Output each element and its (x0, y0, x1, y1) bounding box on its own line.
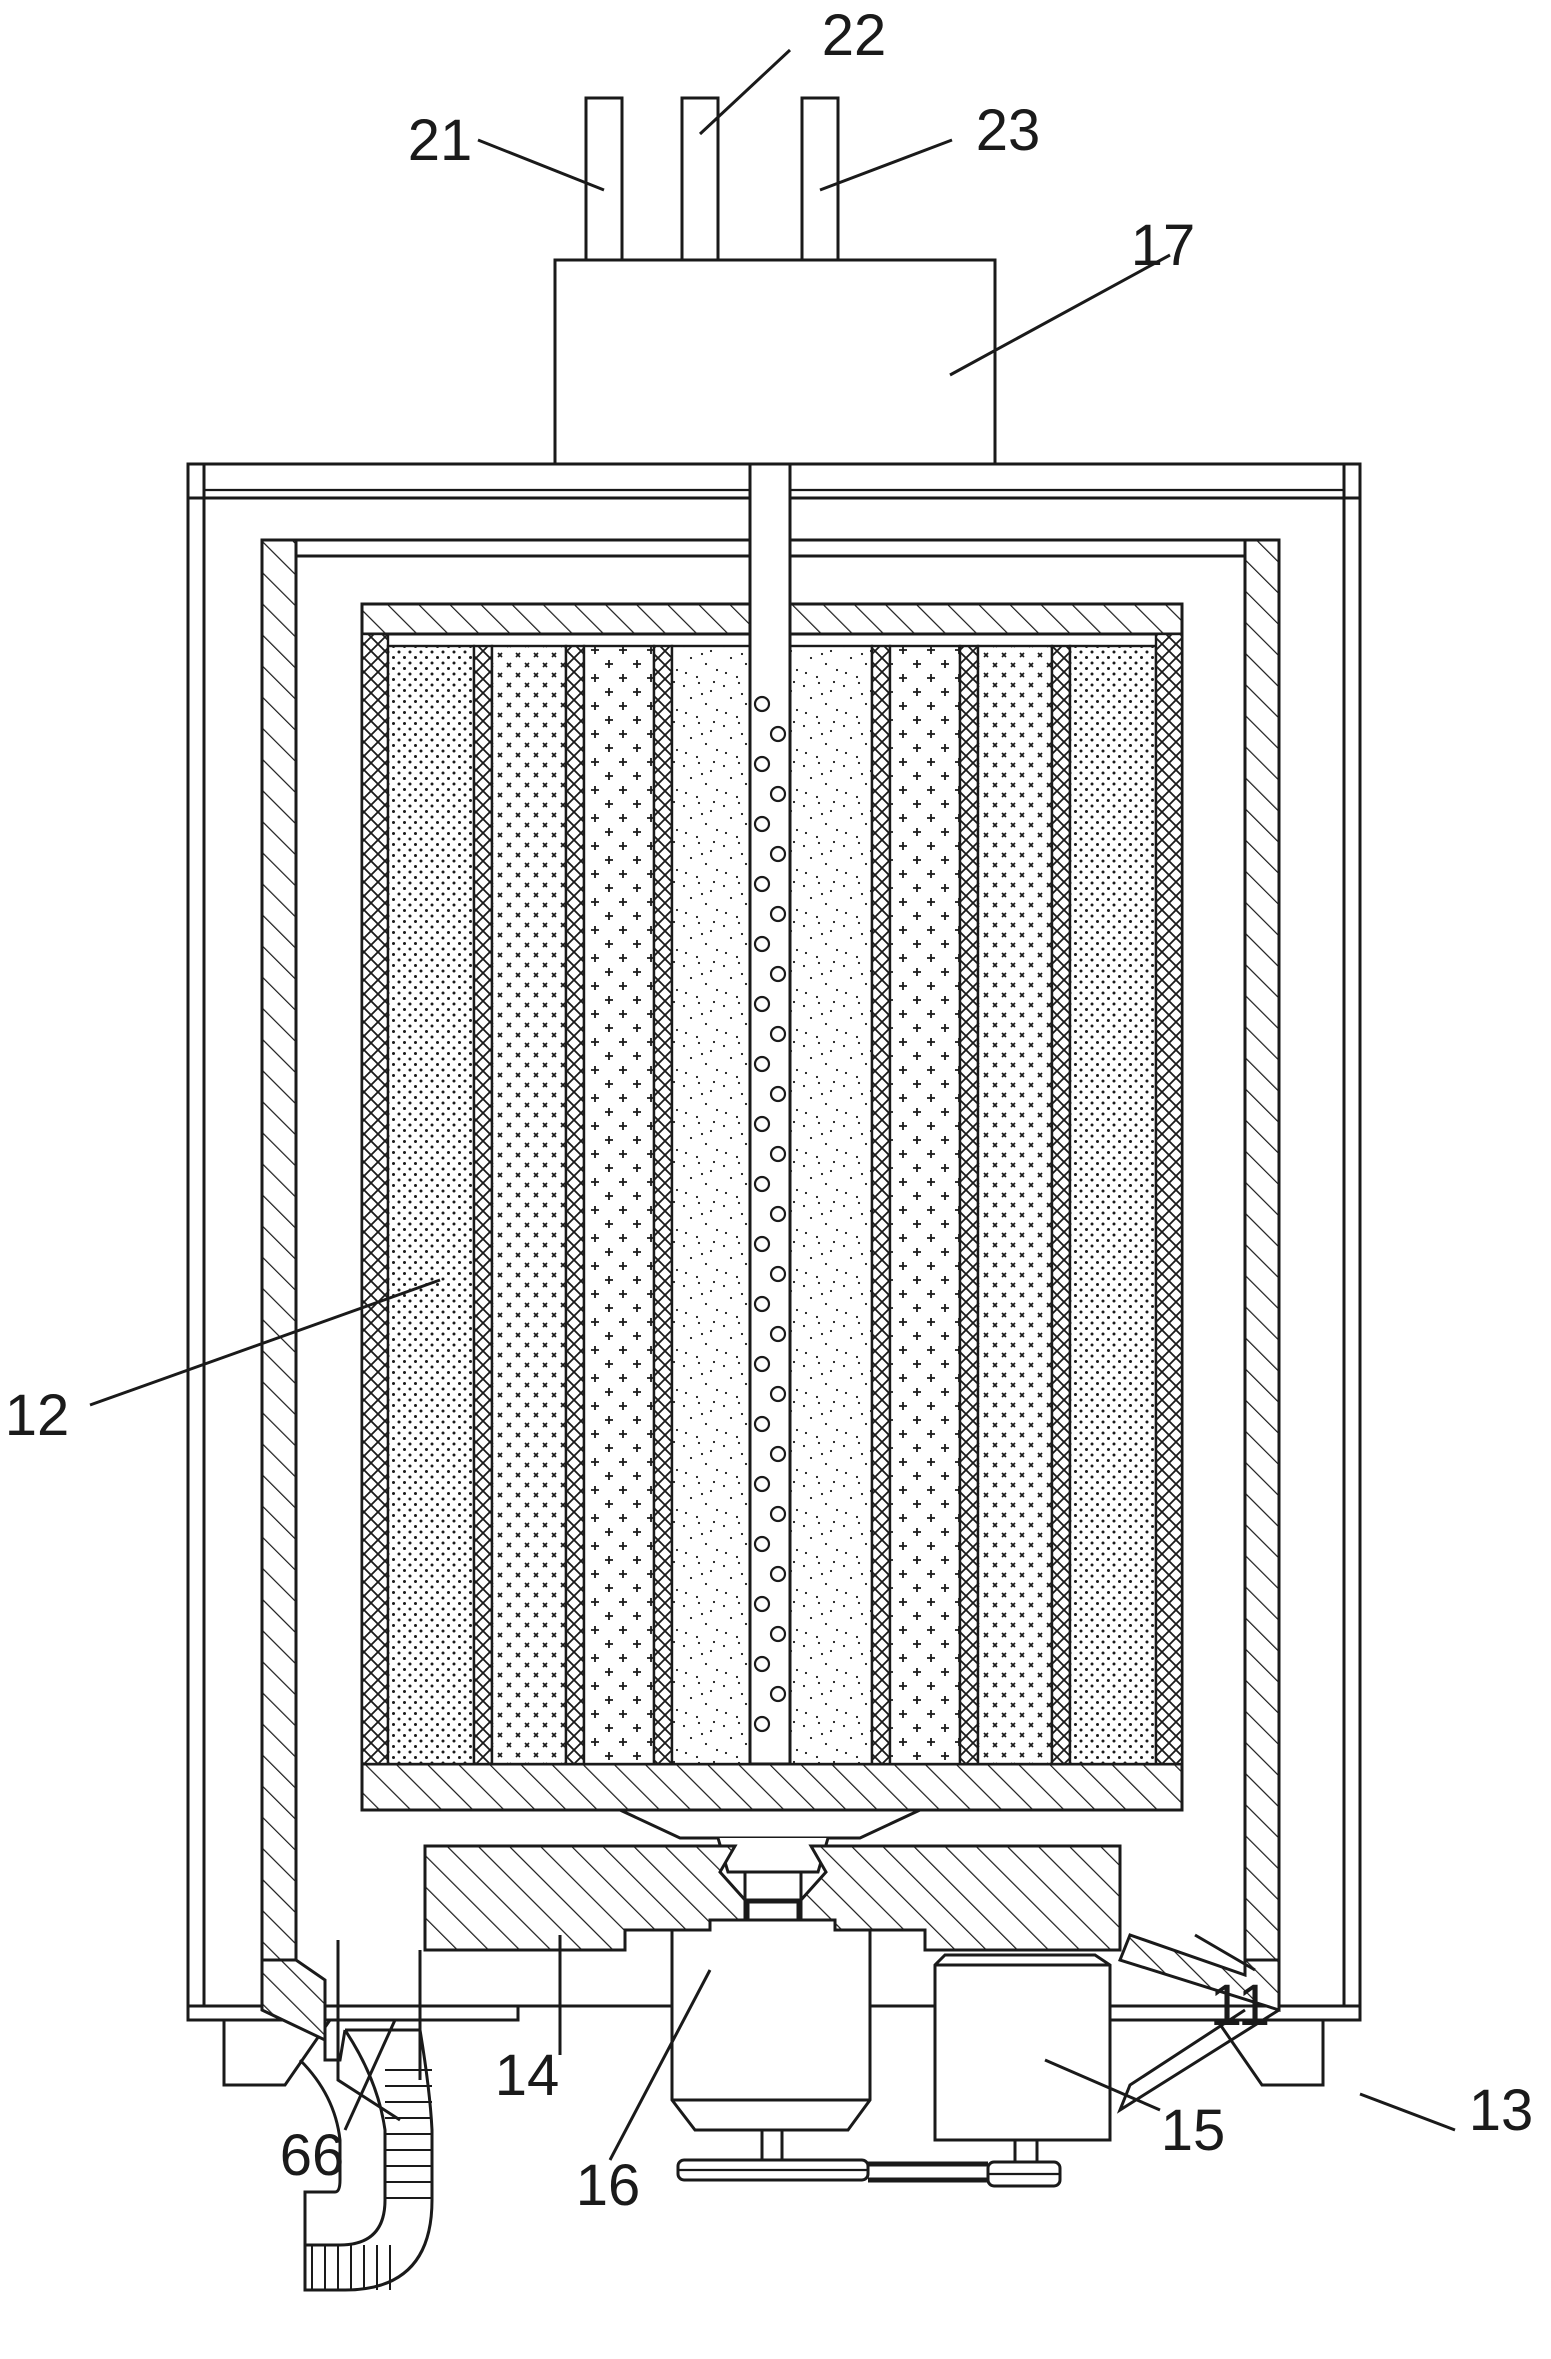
right-foot (1215, 2019, 1325, 2087)
perforation-hole (769, 1565, 787, 1583)
label-21: 21 (408, 108, 473, 173)
perforation-hole (753, 1235, 771, 1253)
perforation-holes (753, 695, 787, 1733)
perforation-hole (769, 1385, 787, 1403)
pipe-21 (584, 96, 624, 262)
label-15: 15 (1161, 2098, 1226, 2163)
perforation-hole (753, 1295, 771, 1313)
leader-lines (89, 48, 1456, 2161)
pipe-23 (800, 96, 840, 262)
rotating-base-plate (423, 1844, 1122, 1952)
perforation-hole (753, 1475, 771, 1493)
perforation-hole (753, 1535, 771, 1553)
perforation-hole (753, 1175, 771, 1193)
cone-connector (619, 1808, 921, 1902)
pipe-22 (680, 96, 720, 262)
inlet-pipes (584, 96, 840, 262)
inner-vessel-wall (260, 538, 1281, 2114)
perforation-hole (753, 1055, 771, 1073)
perforation-hole (753, 1595, 771, 1613)
perforation-hole (753, 875, 771, 893)
perforation-hole (769, 1685, 787, 1703)
perforation-hole (769, 1505, 787, 1523)
perforation-hole (753, 1355, 771, 1373)
perforation-hole (753, 1115, 771, 1133)
perforation-hole (769, 1025, 787, 1043)
perforation-hole (753, 995, 771, 1013)
perforation-hole (769, 905, 787, 923)
central-perforated-tube (748, 462, 792, 1766)
perforation-hole (753, 1715, 771, 1733)
perforation-hole (769, 1445, 787, 1463)
top-cap (553, 258, 997, 466)
perforation-hole (769, 785, 787, 803)
flexible-hose (298, 2028, 434, 2292)
perforation-hole (769, 965, 787, 983)
perforation-hole (753, 935, 771, 953)
label-13: 13 (1469, 2078, 1534, 2143)
label-12: 12 (5, 1383, 70, 1448)
left-foot (222, 2019, 332, 2087)
perforation-hole (769, 1265, 787, 1283)
motor (670, 1900, 872, 2182)
perforation-hole (769, 1205, 787, 1223)
perforation-hole (753, 815, 771, 833)
label-17: 17 (1131, 213, 1196, 278)
hose-outline (298, 2029, 387, 2247)
perforation-hole (769, 1085, 787, 1103)
perforation-hole (753, 755, 771, 773)
pump (933, 1953, 1112, 2188)
label-16: 16 (576, 2153, 641, 2218)
perforation-hole (769, 1145, 787, 1163)
drive-belt (868, 2161, 988, 2183)
perforation-hole (753, 1415, 771, 1433)
label-66: 66 (280, 2123, 345, 2188)
perforation-hole (753, 1655, 771, 1673)
perforation-hole (769, 725, 787, 743)
label-22: 22 (822, 3, 887, 68)
hose-outline-outer (303, 2028, 434, 2292)
perforation-hole (769, 1625, 787, 1643)
perforation-hole (769, 1325, 787, 1343)
perforation-hole (753, 695, 771, 713)
perforation-hole (769, 845, 787, 863)
label-23: 23 (976, 98, 1041, 163)
drain-outlet (298, 1940, 434, 2292)
label-14: 14 (495, 2043, 560, 2108)
label-11: 11 (1210, 1973, 1270, 2038)
